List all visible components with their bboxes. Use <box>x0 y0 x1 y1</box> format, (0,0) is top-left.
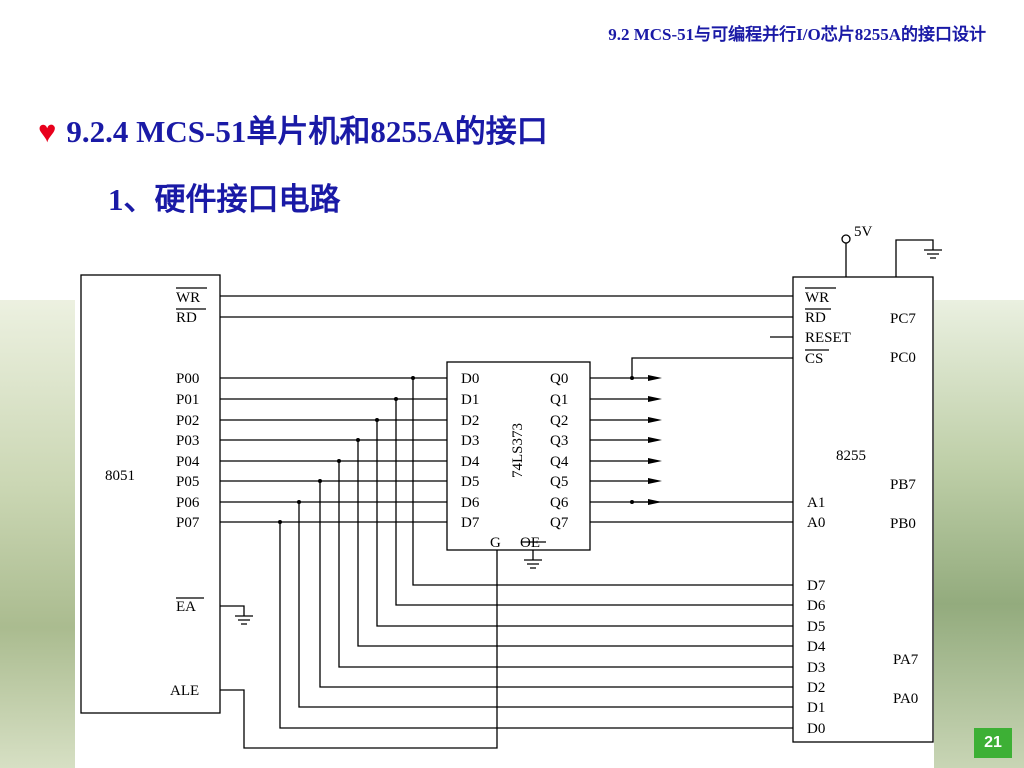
ppi-pin-a0: A0 <box>807 515 825 531</box>
page-number-badge: 21 <box>974 728 1012 758</box>
mcu-pin-p05: P05 <box>176 474 199 490</box>
ppi-pin-d1: D1 <box>807 700 825 716</box>
d6-tap-wire <box>395 399 793 606</box>
latch-pin-oe: OE <box>520 535 540 551</box>
p0-to-latch-wires <box>220 377 447 523</box>
mcu-8051-body <box>80 274 221 714</box>
ppi-pin-d3: D3 <box>807 660 825 676</box>
ppi-pin-wr: WR <box>805 290 829 306</box>
mcu-pin-p01: P01 <box>176 392 199 408</box>
mcu-pin-p00: P00 <box>176 371 199 387</box>
header-title: 9.2 MCS-51与可编程并行I/O芯片8255A的接口设计 <box>608 25 986 44</box>
mcu-pin-p04: P04 <box>176 454 200 470</box>
ppi-pin-d0: D0 <box>807 721 825 737</box>
mcu-overlines <box>176 287 207 310</box>
ppi-pin-pc0: PC0 <box>890 350 916 366</box>
latch-pin-q6: Q6 <box>550 495 569 511</box>
section-title-text: 9.2.4 MCS-51单片机和8255A的接口 <box>66 114 548 149</box>
mcu-pin-ale: ALE <box>170 683 199 699</box>
latch-pin-q2: Q2 <box>550 413 568 429</box>
latch-output-wires <box>590 377 650 503</box>
mcu-pin-ea: EA <box>176 599 196 615</box>
ppi-pin-pa7: PA7 <box>893 652 919 668</box>
ppi-pin-d7: D7 <box>807 578 826 594</box>
ppi-pin-rd: RD <box>805 310 826 326</box>
background-scenery-left <box>0 300 75 768</box>
ppi-pin-d4: D4 <box>807 639 826 655</box>
latch-pin-d7: D7 <box>461 515 480 531</box>
section-title: ♥ 9.2.4 MCS-51单片机和8255A的接口 <box>38 106 548 151</box>
latch-pin-q7: Q7 <box>550 515 569 531</box>
vcc-label: 5V <box>854 224 873 240</box>
ppi-overlines <box>805 287 836 351</box>
mcu-pin-wr: WR <box>176 290 200 306</box>
latch-pin-q3: Q3 <box>550 433 568 449</box>
latch-pin-d2: D2 <box>461 413 479 429</box>
ppi-pin-d5: D5 <box>807 619 825 635</box>
latch-name: 74LS373 <box>510 423 526 478</box>
mcu-name: 8051 <box>105 468 135 484</box>
d2-tap-wire <box>319 481 793 688</box>
ppi-ground-icon <box>924 249 942 259</box>
mcu-pin-p03: P03 <box>176 433 199 449</box>
mcu-pin-p07: P07 <box>176 515 200 531</box>
ppi-pin-pb7: PB7 <box>890 477 916 493</box>
wr-rd-wires <box>220 295 793 318</box>
subtitle: 1、硬件接口电路 <box>108 182 341 217</box>
ale-to-g-wire <box>220 550 498 749</box>
d5-tap-wire <box>376 420 793 627</box>
ppi-name: 8255 <box>836 448 866 464</box>
ea-ground-icon <box>235 615 253 625</box>
latch-pin-q0: Q0 <box>550 371 568 387</box>
latch-74ls373-body <box>446 361 591 551</box>
heart-bullet-icon: ♥ <box>38 114 57 149</box>
latch-pin-d0: D0 <box>461 371 479 387</box>
latch-pin-d4: D4 <box>461 454 480 470</box>
junction-dots <box>278 376 634 524</box>
background-scenery-right <box>934 300 1024 768</box>
ppi-ground-wire <box>895 239 934 277</box>
latch-pin-q4: Q4 <box>550 454 569 470</box>
mcu-pin-p02: P02 <box>176 413 199 429</box>
oe-ground-icon <box>524 559 542 569</box>
latch-pin-d1: D1 <box>461 392 479 408</box>
d4-tap-wire <box>357 440 793 647</box>
ppi-8255-body <box>792 276 934 743</box>
d1-tap-wire <box>298 502 793 708</box>
d0-tap-wire <box>279 522 793 729</box>
ppi-pin-pc7: PC7 <box>890 311 916 327</box>
ppi-pin-cs: CS <box>805 351 823 367</box>
ppi-pin-reset: RESET <box>805 330 851 346</box>
output-arrow-icons <box>648 375 662 505</box>
ppi-pin-d6: D6 <box>807 598 826 614</box>
d7-tap-wire <box>412 378 793 586</box>
latch-pin-q1: Q1 <box>550 392 568 408</box>
latch-pin-d6: D6 <box>461 495 480 511</box>
q0-to-cs-wire <box>631 357 793 378</box>
ppi-pin-d2: D2 <box>807 680 825 696</box>
mcu-pin-p06: P06 <box>176 495 200 511</box>
mcu-pin-rd: RD <box>176 310 197 326</box>
latch-pin-d3: D3 <box>461 433 479 449</box>
ppi-pin-a1: A1 <box>807 495 825 511</box>
ppi-pin-pa0: PA0 <box>893 691 918 707</box>
ea-ground-wire <box>220 605 245 616</box>
latch-pin-q5: Q5 <box>550 474 568 490</box>
d3-tap-wire <box>338 461 793 668</box>
latch-pin-g: G <box>490 535 501 551</box>
vcc-terminal-icon <box>841 234 851 244</box>
latch-pin-d5: D5 <box>461 474 479 490</box>
ppi-pin-pb0: PB0 <box>890 516 916 532</box>
